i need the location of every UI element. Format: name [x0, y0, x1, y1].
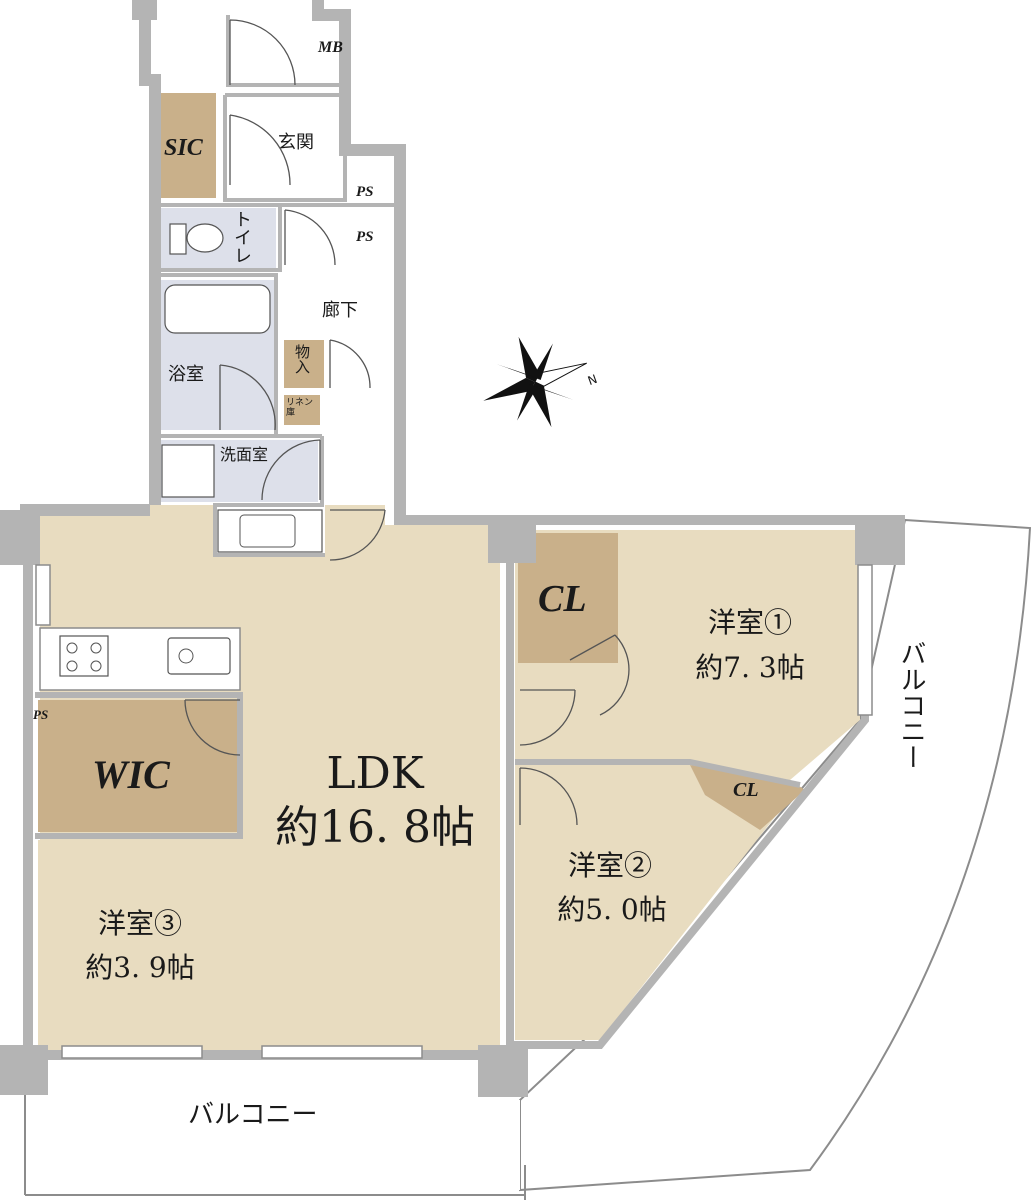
column-top-left	[132, 0, 157, 20]
western-room-2-name: 洋室②	[567, 849, 652, 882]
wic-label: WIC	[92, 752, 170, 797]
wall-west-upper	[139, 0, 161, 505]
western-room-3-name: 洋室③	[97, 907, 182, 940]
linen-label: リネン庫	[286, 398, 314, 418]
wall-entrance	[223, 93, 347, 202]
wall-wic	[35, 692, 243, 839]
balcony-right-label: バルコニー	[896, 640, 926, 770]
wall-bed-divider	[515, 759, 801, 788]
wic-floor	[38, 700, 238, 832]
linen-floor	[284, 395, 320, 425]
hallway-label: 廊下	[322, 300, 358, 321]
column-sw	[0, 1045, 48, 1095]
western-room-1-size: 約7. 3帖	[695, 651, 805, 684]
ps-top-label: PS	[356, 184, 374, 200]
column-s-center	[478, 1045, 528, 1097]
compass-rose	[483, 336, 587, 428]
mb-label: MB	[318, 39, 343, 56]
storage-closet-floor	[284, 340, 324, 388]
western-room-2-floor	[515, 765, 800, 1040]
balcony-right-area	[519, 518, 1032, 1192]
western-room-3-floor	[38, 840, 238, 1045]
western-room-3-size: 約3. 9帖	[85, 951, 195, 984]
storage-closet-label: 物入	[293, 344, 311, 374]
ps-left-label: PS	[33, 707, 49, 722]
closet-small-label: CL	[733, 779, 759, 801]
balcony-bottom-area	[25, 1070, 520, 1190]
ps-mid-label: PS	[356, 229, 374, 245]
sic-label: SIC	[164, 135, 203, 161]
balcony-bottom-label: バルコニー	[188, 1100, 318, 1130]
sic-floor	[158, 93, 216, 198]
wall-wash	[213, 436, 325, 557]
wall-mb	[226, 15, 345, 87]
entrance-label: 玄関	[278, 132, 314, 153]
western-room-2-size: 約5. 0帖	[557, 893, 667, 926]
column-nw	[0, 510, 40, 565]
toilet-label: トイレ	[231, 210, 252, 264]
ldk-name: LDK	[326, 748, 424, 799]
western-room-1-name: 洋室①	[707, 606, 792, 639]
wall-east-upper	[312, 0, 406, 525]
kitchen-counter	[39, 627, 241, 691]
column-ne	[855, 515, 905, 565]
column-n-center	[488, 515, 536, 563]
bathroom-label: 浴室	[168, 364, 204, 385]
ldk-size: 約16. 8帖	[275, 802, 475, 853]
closet-large-label: CL	[538, 578, 587, 620]
wall-bath	[158, 273, 322, 438]
wall-wet	[156, 203, 400, 272]
washroom-label: 洗面室	[220, 445, 269, 464]
